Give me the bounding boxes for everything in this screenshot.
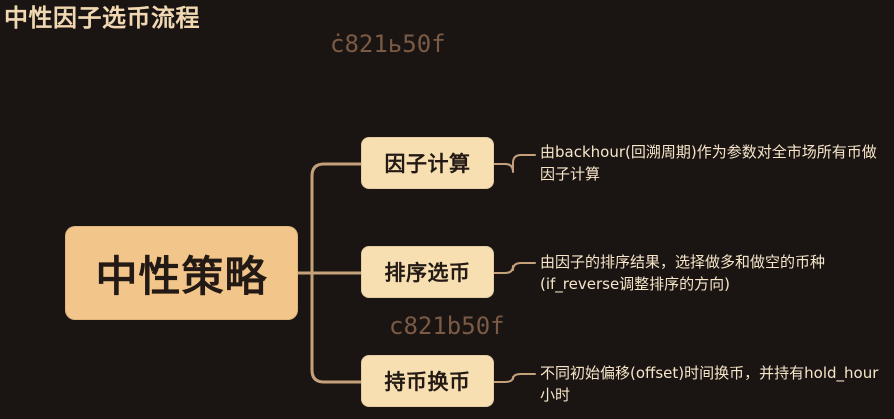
watermark-middle: c821b50f <box>389 312 505 340</box>
branch-node-holding-rotation: 持币换币 <box>361 355 494 407</box>
page-title: 中性因子选币流程 <box>4 4 200 32</box>
branch-node-label: 排序选币 <box>384 261 471 285</box>
connector-holding-to-description <box>493 373 536 383</box>
root-node-label: 中性策略 <box>95 251 268 301</box>
branch-node-label: 因子计算 <box>384 152 471 176</box>
connector-root-to-holding <box>296 271 363 384</box>
branch-node-label: 持币换币 <box>384 370 471 394</box>
branch-node-factor-calculation: 因子计算 <box>361 137 494 189</box>
connector-sorting-to-description <box>493 262 536 274</box>
watermark-top: ċ821ь50f <box>330 30 446 58</box>
root-node: 中性策略 <box>65 226 298 320</box>
connector-factor-to-description <box>493 154 536 173</box>
connector-root-to-factor <box>296 162 363 275</box>
branch-description-sorting-selection: 由因子的排序结果，选择做多和做空的币种(if_reverse调整排序的方向) <box>540 253 826 293</box>
branch-description-factor-calculation: 由backhour(回溯周期)作为参数对全市场所有币做因子计算 <box>540 143 877 183</box>
branch-description-holding-rotation: 不同初始偏移(offset)时间换币，并持有hold_hour小时 <box>540 364 879 404</box>
branch-node-sorting-selection: 排序选币 <box>361 246 494 298</box>
